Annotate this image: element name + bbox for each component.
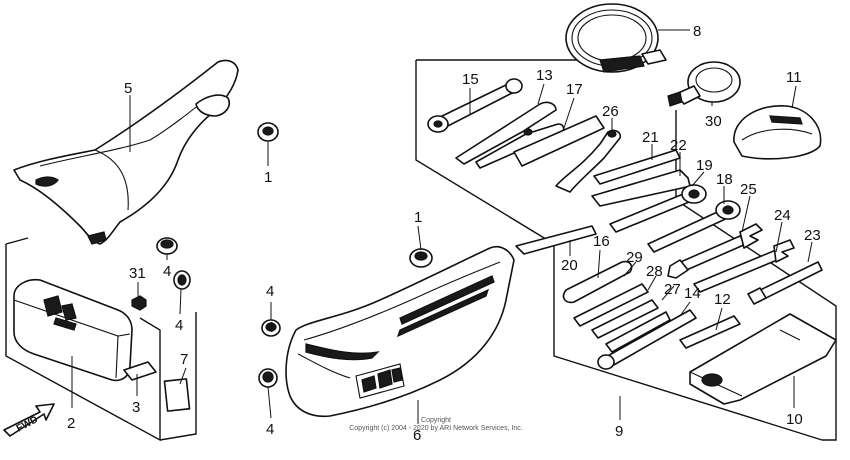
callout-24: 24 [774, 207, 791, 224]
screwdriver-bit-short [591, 299, 659, 339]
callout-labels: 5 1 1 2 3 4 4 4 4 4 31 7 6 8 9 10 11 12 … [67, 23, 821, 444]
copyright-notice: Copyright Copyright (c) 2004 - 2020 by A… [336, 417, 536, 433]
callout-4-upper-left: 4 [163, 263, 171, 280]
callout-10: 10 [786, 411, 803, 428]
grommet-center-2 [258, 368, 278, 388]
callout-4-center-1: 4 [266, 283, 274, 300]
callout-8: 8 [693, 23, 701, 40]
callout-20: 20 [561, 257, 578, 274]
grommet-cover-top [409, 248, 433, 268]
tool-kit-frame [415, 59, 837, 441]
callout-25: 25 [740, 181, 757, 198]
grommet-center-1 [261, 319, 281, 337]
leader-lines [71, 29, 813, 424]
callout-14: 14 [684, 285, 701, 302]
fwd-label: FWD [15, 414, 40, 434]
callout-1-cover: 1 [414, 209, 422, 226]
tool-strip [679, 315, 741, 349]
callout-17: 17 [566, 81, 583, 98]
hex-wrench-short [515, 225, 597, 255]
callout-29: 29 [626, 249, 643, 266]
callout-15: 15 [462, 71, 479, 88]
frame-side-cover [13, 59, 239, 245]
grommet-left [173, 270, 191, 290]
fwd-arrow-icon: FWD [3, 403, 55, 437]
box-wrench [427, 78, 523, 133]
copyright-line-2: Copyright (c) 2004 - 2020 by ARI Network… [349, 425, 523, 432]
callout-2: 2 [67, 415, 75, 432]
callout-11: 11 [786, 69, 802, 86]
callout-4-left: 4 [175, 317, 183, 334]
callout-23: 23 [804, 227, 821, 244]
callout-9: 9 [615, 423, 623, 440]
spark-plug-wrench [555, 129, 622, 193]
open-end-wrench-small [747, 261, 823, 305]
screwdriver-bit-long [573, 283, 649, 327]
document-pouch [733, 105, 822, 160]
tool-case [13, 278, 133, 382]
tool-bag-pouch [513, 115, 605, 167]
callout-26: 26 [602, 103, 619, 120]
callout-21: 21 [642, 129, 659, 146]
grommet-upper-left [156, 237, 178, 255]
callout-16: 16 [593, 233, 610, 250]
callout-3: 3 [132, 399, 140, 416]
grommet-top-center [257, 122, 279, 142]
helmet-cable [565, 3, 667, 73]
callout-12: 12 [714, 291, 731, 308]
label-card [163, 378, 191, 412]
callout-4-center-2: 4 [266, 421, 274, 438]
ring-wrench [609, 184, 707, 233]
nut [131, 295, 147, 311]
pressure-gauge [667, 61, 741, 107]
side-cover [285, 245, 515, 418]
tool-case-frame [5, 237, 197, 442]
tool-roll-bag [689, 313, 837, 405]
screwdriver-handle [562, 260, 633, 304]
copyright-line-1: Copyright [421, 417, 451, 424]
callout-31: 31 [129, 265, 146, 282]
box-end-wrench [647, 200, 741, 253]
callout-6: 6 [413, 427, 421, 444]
screwdriver-extension [605, 311, 671, 353]
open-end-wrench-medium [693, 239, 795, 293]
tool-case-band [123, 361, 157, 381]
callout-18: 18 [716, 171, 733, 188]
callout-28: 28 [646, 263, 663, 280]
callout-19: 19 [696, 157, 713, 174]
callout-30: 30 [705, 113, 722, 130]
callout-13: 13 [536, 67, 553, 84]
socket-wrench-handle [597, 309, 697, 370]
callout-4-center-1b: 4 [266, 319, 274, 336]
callout-7: 7 [180, 351, 188, 368]
callout-22: 22 [670, 137, 687, 154]
callout-1-top: 1 [264, 169, 272, 186]
open-end-wrench-large [667, 223, 763, 279]
callout-27: 27 [664, 281, 681, 298]
callout-5: 5 [124, 80, 132, 97]
